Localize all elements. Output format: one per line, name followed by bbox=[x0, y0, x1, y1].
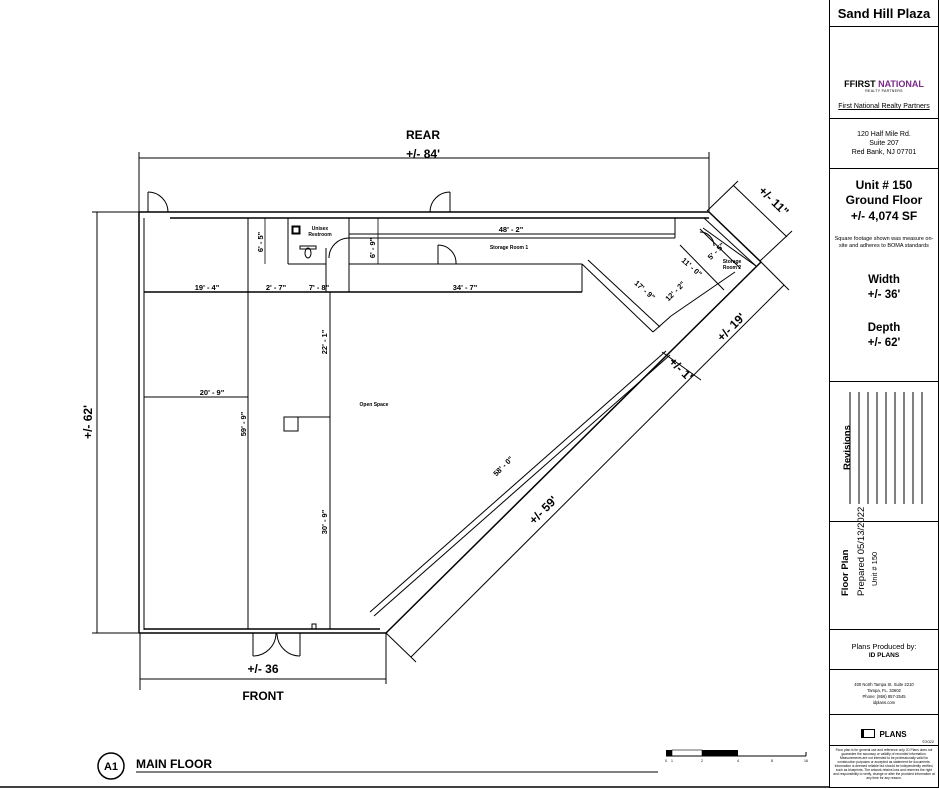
company-link[interactable]: First National Realty Partners bbox=[838, 103, 930, 110]
scale-tick-16: 16 bbox=[804, 759, 808, 763]
rear-door-right bbox=[429, 191, 451, 213]
producer-logo: PLANS bbox=[830, 729, 938, 739]
small-dimension bbox=[661, 351, 702, 381]
exterior-walls bbox=[138, 211, 762, 634]
dim-7-8: 7' - 8" bbox=[309, 283, 330, 292]
width-value: +/- 36' bbox=[867, 289, 901, 301]
brand-first: FIRST bbox=[849, 79, 876, 89]
room-storage1: Storage Room 1 bbox=[490, 245, 529, 251]
scale-tick-4: 4 bbox=[737, 759, 739, 763]
dim-6-9: 6' - 9" bbox=[368, 237, 377, 258]
brand-sub: REALTY PARTNERS bbox=[865, 89, 903, 93]
rear-dimension bbox=[138, 152, 710, 212]
dim-11-0: 11' - 0" bbox=[680, 256, 704, 279]
title-block: Sand Hill Plaza FFIRST NATIONAL REALTY P… bbox=[829, 0, 939, 788]
address-line-3: Red Bank, NJ 07701 bbox=[851, 149, 917, 156]
brand-mark-icon: F bbox=[844, 79, 850, 89]
sheet-unit: Unit # 150 bbox=[870, 551, 879, 586]
unit-floor: Ground Floor bbox=[845, 193, 923, 207]
dim-58-0: 58' - 0" bbox=[491, 454, 515, 478]
sf-note: Square footage shown was measure on-site… bbox=[834, 236, 934, 249]
scale-tick-0: 0 bbox=[665, 759, 667, 763]
room-storage2-line1: Storage bbox=[723, 259, 742, 265]
rear-label: REAR bbox=[406, 128, 440, 142]
unit-number: Unit # 150 bbox=[855, 178, 913, 192]
sheet-name: MAIN FLOOR bbox=[136, 757, 212, 771]
producer-address-3: Phone: (866) 857-2545 bbox=[862, 694, 906, 699]
depth-value: +/- 62' bbox=[867, 337, 901, 349]
left-dim-label: +/- 62' bbox=[81, 405, 95, 439]
room-restroom-line2: Restroom bbox=[308, 232, 332, 238]
right-dim-label: +/- 19' bbox=[714, 310, 748, 344]
sheet-title: Floor Plan bbox=[840, 549, 851, 596]
disclaimer: Floor plan is for general use and refere… bbox=[833, 748, 935, 780]
dim-48-2: 48' - 2" bbox=[499, 225, 524, 234]
project-title: Sand Hill Plaza bbox=[837, 6, 931, 21]
diag-dim-label: +/- 59' bbox=[526, 493, 560, 527]
small-dim-label: +/- 1' bbox=[666, 355, 695, 384]
dim-17-9: 17' - 9" bbox=[633, 279, 658, 302]
room-storage2-line2: Room 2 bbox=[723, 265, 742, 271]
dim-34-7: 34' - 7" bbox=[453, 283, 478, 292]
unit-area: +/- 4,074 SF bbox=[850, 209, 918, 223]
producer-address-2: Tampa, FL. 33602 bbox=[867, 688, 901, 693]
sheet-badge: A1 bbox=[97, 752, 125, 780]
rear-dim-label: +/- 84' bbox=[406, 147, 440, 161]
scale-bar bbox=[666, 749, 807, 757]
toilet-icon bbox=[291, 225, 317, 259]
rear-door-left bbox=[147, 191, 169, 213]
dim-6-5: 6' - 5" bbox=[256, 231, 265, 252]
producer-address-1: 400 North Tampa St. Suite 2210 bbox=[854, 682, 914, 687]
dim-19-4: 19' - 4" bbox=[195, 283, 220, 292]
producer-address-4: idplans.com bbox=[872, 700, 896, 705]
left-dimension bbox=[92, 211, 140, 634]
interior-walls bbox=[144, 218, 757, 629]
tr-dimension bbox=[706, 180, 793, 262]
front-dimension bbox=[139, 633, 387, 690]
tr-dim-label: +/- 11" bbox=[756, 184, 792, 219]
dim-2-7: 2' - 7" bbox=[266, 283, 287, 292]
dim-30-9: 30' - 9" bbox=[320, 509, 329, 534]
room-restroom-line1: Unisex bbox=[312, 226, 329, 232]
scale-tick-8: 8 bbox=[771, 759, 773, 763]
dim-12-2: 12' - 2" bbox=[663, 279, 687, 303]
front-doors bbox=[252, 623, 317, 657]
dim-59-9: 59' - 9" bbox=[239, 411, 248, 436]
scale-tick-1: 1 bbox=[671, 759, 673, 763]
id-logo-icon bbox=[861, 729, 876, 738]
dim-20-9: 20' - 9" bbox=[200, 388, 225, 397]
logo-text: PLANS bbox=[879, 730, 907, 739]
brand-second: NATIONAL bbox=[878, 79, 924, 89]
produced-by: Plans Produced by: bbox=[851, 642, 917, 651]
dim-22-1: 22' - 1" bbox=[320, 329, 329, 354]
sheet-prepared: Prepared 05/13/2022 bbox=[856, 506, 867, 596]
producer-name: ID PLANS bbox=[868, 652, 900, 659]
address-line-1: 120 Half Mile Rd. bbox=[857, 131, 911, 138]
room-open-space: Open Space bbox=[360, 402, 389, 408]
floor-plan: REAR +/- 84' +/- 62' +/- 36 FRONT bbox=[0, 128, 829, 788]
revisions-lines bbox=[849, 392, 923, 504]
front-label: FRONT bbox=[242, 689, 284, 703]
depth-label: Depth bbox=[867, 322, 901, 334]
scale-tick-2: 2 bbox=[701, 759, 703, 763]
brand-logo: FFIRST NATIONAL bbox=[830, 79, 938, 89]
front-dim-label: +/- 36 bbox=[247, 662, 278, 676]
address-line-2: Suite 207 bbox=[869, 140, 899, 147]
interior-dims bbox=[144, 218, 582, 417]
diag-dimension bbox=[385, 261, 790, 663]
copyright: ©2022 bbox=[922, 739, 934, 744]
width-label: Width bbox=[868, 274, 900, 286]
svg-text:A1: A1 bbox=[104, 761, 118, 773]
